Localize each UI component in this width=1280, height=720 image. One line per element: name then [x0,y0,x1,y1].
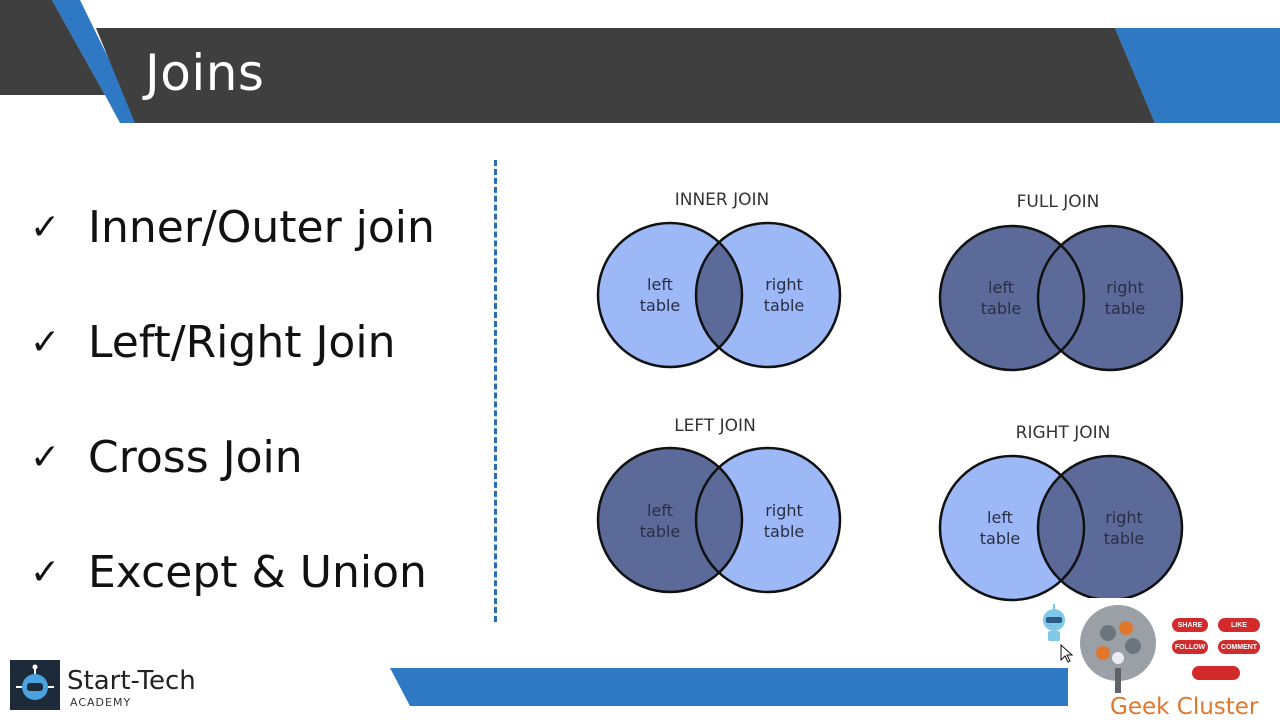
check-icon: ✓ [30,206,61,248]
venn-right-join [938,454,1184,602]
bullet-item: ✓ Except & Union [30,542,427,602]
comment-badge: COMMENT [1218,640,1260,654]
venn-label-left: left table [639,275,681,315]
logo-subtitle: ACADEMY [70,696,132,709]
share-badge: SHARE [1172,618,1208,632]
robot-head-icon [16,664,54,700]
tree-icon [1080,605,1156,693]
mascot-icon [1043,604,1065,641]
watermark-text: Geek Cluster [1110,694,1259,720]
venn-label-left: left table [639,501,681,541]
check-icon: ✓ [30,551,61,593]
venn-inner-join [596,221,842,369]
venn-left-join [596,446,842,594]
slide-title: Joins [145,44,265,102]
venn-label-left: left table [980,278,1022,318]
venn-title-full: FULL JOIN [1016,192,1100,212]
bullet-text: Left/Right Join [88,316,396,368]
venn-title-right: RIGHT JOIN [1015,423,1111,443]
bullet-text: Cross Join [88,431,303,483]
start-tech-logo [10,660,60,710]
venn-title-left: LEFT JOIN [674,416,756,436]
bullet-text: Except & Union [88,546,427,598]
venn-label-right: right table [1104,278,1146,318]
cursor-icon [1060,644,1074,663]
bullet-text: Inner/Outer join [88,201,435,253]
check-icon: ✓ [30,436,61,478]
check-icon: ✓ [30,321,61,363]
like-badge: LIKE [1218,618,1260,632]
venn-full-join [938,224,1184,372]
watermark-overlay: SHARE LIKE FOLLOW COMMENT [1068,598,1280,720]
logo-name: Start-Tech [67,666,196,696]
venn-label-left: left table [979,508,1021,548]
dashed-divider [494,160,497,622]
venn-label-right: right table [763,501,805,541]
bullet-item: ✓ Left/Right Join [30,312,395,372]
bullet-item: ✓ Inner/Outer join [30,197,435,257]
venn-title-inner: INNER JOIN [674,190,770,210]
bullet-item: ✓ Cross Join [30,427,303,487]
follow-badge: FOLLOW [1172,640,1208,654]
venn-label-right: right table [763,275,805,315]
venn-label-right: right table [1103,508,1145,548]
subscribe-badge [1192,666,1240,680]
header-band [0,0,1280,123]
